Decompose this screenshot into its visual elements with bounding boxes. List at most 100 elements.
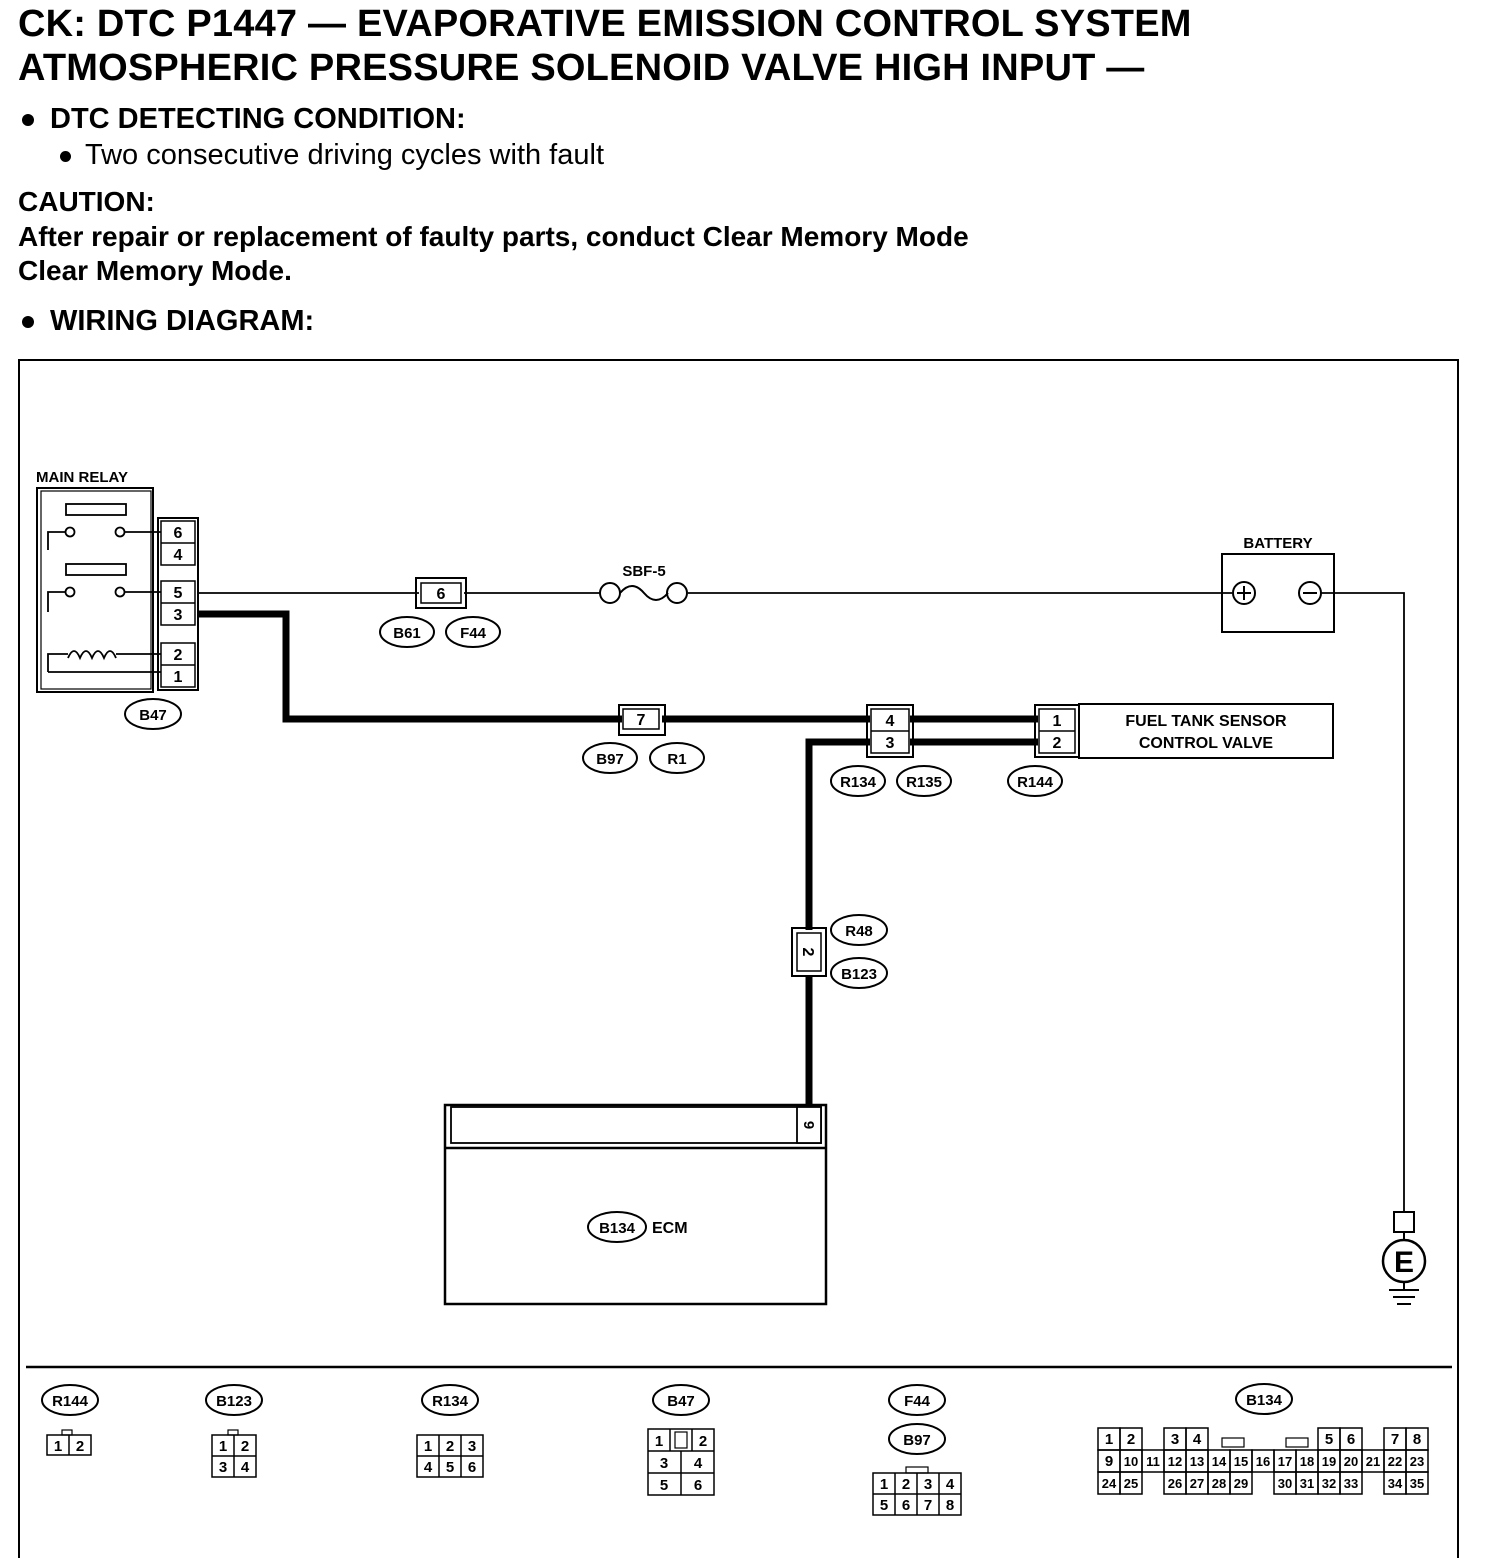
connector-tag-label: B47 (139, 707, 167, 724)
relay-coil-icon (67, 650, 117, 661)
connector-cell: 6 (902, 1497, 910, 1514)
connector-cell: 18 (1300, 1454, 1314, 1469)
caution-heading: CAUTION: (18, 186, 155, 217)
connector-cell: 1 (655, 1433, 663, 1450)
connector-cell: 4 (946, 1476, 955, 1493)
connector-cell: 29 (1234, 1476, 1248, 1491)
main-relay: MAIN RELAY 6 4 5 3 2 1 B47 (36, 469, 199, 730)
main-relay-body (36, 487, 154, 693)
connector-cell: 15 (1234, 1454, 1248, 1469)
bullet-icon (60, 150, 71, 162)
valve-label-line-1: FUEL TANK SENSOR (1125, 713, 1287, 730)
battery: BATTERY (1221, 535, 1335, 633)
connector-cell: 3 (1171, 1431, 1179, 1448)
connector-cell: 19 (1322, 1454, 1336, 1469)
connector-cell: 7 (1391, 1431, 1399, 1448)
relay-pin: 3 (174, 607, 183, 624)
connector-cell: 5 (880, 1497, 888, 1514)
connector-tag-label: R135 (906, 774, 942, 791)
connector-view-name: B134 (1246, 1392, 1283, 1409)
connector-cell: 11 (1146, 1454, 1160, 1469)
connector-cell: 35 (1410, 1476, 1424, 1491)
connector-view-name: B47 (667, 1393, 695, 1410)
connector-cell: 1 (219, 1438, 227, 1455)
connector-cell: 6 (694, 1477, 702, 1494)
connector-cell: 31 (1300, 1476, 1314, 1491)
connector-cell: 22 (1388, 1454, 1402, 1469)
connector-view-name: R144 (52, 1393, 89, 1410)
detecting-heading: DTC DETECTING CONDITION: (50, 103, 466, 135)
wire-thin (1321, 592, 1405, 1212)
connector-cell: 34 (1388, 1476, 1403, 1491)
connector-cell: 10 (1124, 1454, 1138, 1469)
connector-cell-box (1339, 1471, 1363, 1495)
connector-view-name: B97 (903, 1432, 931, 1449)
connector-cell: 6 (468, 1459, 476, 1476)
connector-cell: 28 (1212, 1476, 1226, 1491)
connector-cell: 4 (694, 1455, 703, 1472)
joint-connector-b61-f44: 6 B61 F44 (379, 577, 501, 648)
connector-tag-label: R48 (845, 923, 873, 940)
relay-contact-icon (65, 563, 127, 576)
wiring-heading-row: WIRING DIAGRAM: (22, 305, 314, 338)
bullet-icon (22, 114, 34, 127)
connector-view-f44-b97: F44 B97 1 2 3 4 5 6 7 8 (872, 1384, 962, 1516)
relay-pin: 4 (174, 547, 183, 564)
connector-cell: 5 (660, 1477, 668, 1494)
connector-view-name: R134 (432, 1393, 469, 1410)
connector-cell: 4 (241, 1459, 250, 1476)
diagram-frame (18, 359, 1459, 1558)
ecm-label: ECM (652, 1220, 688, 1237)
joint-connector-r134-r135: 4 3 R134 R135 (830, 704, 952, 797)
connector-cell: 23 (1410, 1454, 1424, 1469)
title-line-1: CK: DTC P1447 — EVAPORATIVE EMISSION CON… (18, 3, 1192, 45)
connector-cell: 2 (446, 1438, 454, 1455)
connector-cell: 2 (902, 1476, 910, 1493)
valve-body (1078, 703, 1334, 759)
connector-cell: 4 (1193, 1431, 1202, 1448)
wire-thick (805, 738, 870, 930)
ground-label: E (1394, 1246, 1414, 1279)
ecm: 9 B134 ECM (443, 1103, 828, 1306)
connector-cell: 30 (1278, 1476, 1292, 1491)
connector-tag-label: B123 (841, 966, 877, 983)
joint-pin: 2 (799, 948, 816, 957)
connector-cell: 5 (446, 1459, 454, 1476)
wire-thick (198, 610, 622, 723)
connector-cell: 32 (1322, 1476, 1336, 1491)
connector-cell: 2 (699, 1433, 707, 1450)
connector-cell-box (1405, 1471, 1429, 1495)
connector-cell: 21 (1366, 1454, 1380, 1469)
bullet-icon (22, 316, 34, 329)
relay-pin: 6 (174, 525, 183, 542)
main-relay-label: MAIN RELAY (36, 469, 128, 486)
relay-contact-icon (65, 503, 127, 516)
connector-cell: 16 (1256, 1454, 1270, 1469)
joint-pin: 3 (886, 735, 895, 752)
connector-cell-box (1119, 1471, 1143, 1495)
connector-cell: 1 (880, 1476, 888, 1493)
valve-pin: 1 (1053, 713, 1062, 730)
connector-cell: 2 (76, 1438, 84, 1455)
connector-cell: 1 (54, 1438, 62, 1455)
connector-cell: 24 (1102, 1476, 1117, 1491)
connector-cell: 3 (924, 1476, 932, 1493)
connector-cell: 27 (1190, 1476, 1204, 1491)
connector-tag-label: R134 (840, 774, 877, 791)
fuse-sbf5: SBF-5 (599, 563, 688, 604)
connector-cell: 25 (1124, 1476, 1138, 1491)
fuse-icon (619, 585, 669, 601)
connector-cell: 8 (1413, 1431, 1421, 1448)
relay-pin: 2 (174, 647, 183, 664)
connector-cell: 4 (424, 1459, 433, 1476)
battery-label: BATTERY (1243, 535, 1312, 552)
caution-line-2: Clear Memory Mode. (18, 255, 292, 286)
connector-cell: 9 (1105, 1453, 1113, 1470)
connector-tag-label: F44 (460, 625, 487, 642)
connector-cell: 6 (1347, 1431, 1355, 1448)
connector-tag-label: B61 (393, 625, 421, 642)
fuel-tank-sensor-control-valve: 1 2 FUEL TANK SENSOR CONTROL VALVE R144 (1007, 703, 1334, 797)
connector-tag-label: B134 (599, 1220, 636, 1237)
fuse-label: SBF-5 (622, 563, 665, 580)
